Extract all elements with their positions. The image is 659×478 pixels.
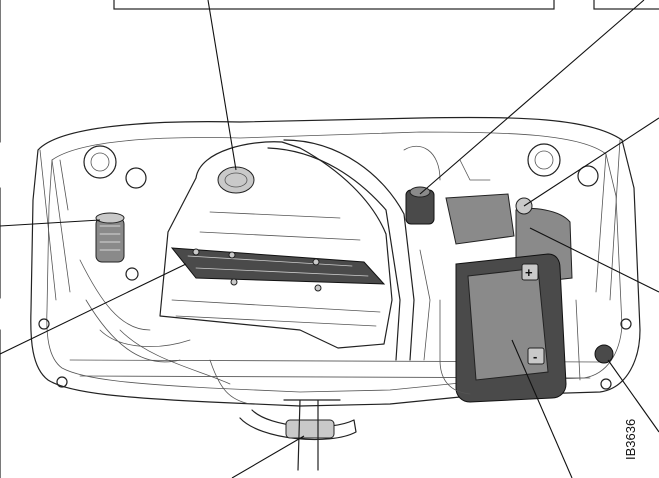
leader-oil-filler [207,0,237,171]
oil-filler-cap-rim [224,172,248,188]
right-hoses [403,145,491,361]
right-side-bolt [620,318,632,330]
front-right-bolt [600,378,612,390]
right-strut-tower-inner [534,150,554,170]
leader-washer-fluid [523,117,659,207]
figure-code: IB3636 [623,419,638,460]
washer-fluid-reservoir [445,193,515,245]
cover-bolt-5 [314,284,322,292]
left-fender-lines [39,149,71,301]
left-mount [125,167,147,189]
callout-box-top-right [593,0,659,10]
relay-box-ribs [99,225,121,251]
right-fender-lines [595,139,621,301]
engine-assembly [159,139,415,361]
leader-battery [511,339,573,478]
cover-bolt-4 [230,278,238,286]
intake-hose [267,147,401,361]
engine-top-cover [159,141,393,349]
battery-tray [439,299,581,395]
front-cap [594,344,614,364]
leader-lower-clamp [231,435,305,478]
left-side-bolt [38,318,50,330]
bay-inner-outline [46,131,623,393]
left-strut-tower [83,145,117,179]
lower-clamp-assembly [119,329,357,471]
lower-hoses [119,329,251,405]
callout-box-top-center [113,0,555,10]
relay-box-top [95,212,125,224]
right-mount [577,165,599,187]
front-left-bolt [56,376,68,388]
oil-filler-cap [217,166,255,194]
engine-bay-frame [30,116,641,407]
right-strut-tower [527,143,561,177]
intake-hose-edge [283,139,415,361]
leader-front-cap [607,359,659,433]
left-hoses [79,259,191,363]
cover-bolt-1 [192,248,200,256]
right-components: + - [403,145,614,403]
battery-minus-sign: - [533,349,537,364]
leader-relay-box [0,219,101,227]
lower-clamp [285,419,335,439]
battery-plus-sign: + [525,265,533,280]
left-strut-tower-inner [90,152,110,172]
lower-pipe [239,409,357,441]
left-components [79,212,191,363]
leader-brake-fluid [419,0,645,195]
engine-ribs [171,211,381,327]
cover-bolt-3 [312,258,320,266]
lower-bracket [283,399,341,471]
cover-plate-highlight [187,255,369,277]
leader-coolant [529,227,659,293]
battery-plus-terminal [521,263,539,281]
leader-cover-plate [0,263,187,355]
engine-cover-plate [170,247,386,285]
bay-outer-outline [30,116,641,407]
battery-minus-terminal [527,347,545,365]
left-small-cap [125,267,139,281]
relay-box [95,217,125,263]
cover-bolt-2 [228,251,236,259]
